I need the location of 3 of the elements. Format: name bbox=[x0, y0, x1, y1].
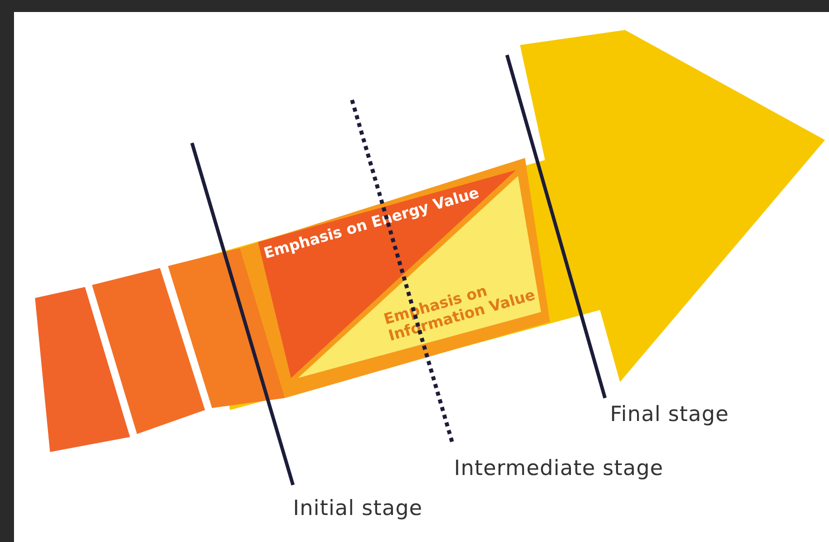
stage-label: Initial stage bbox=[293, 496, 423, 520]
stage-label: Final stage bbox=[610, 402, 729, 426]
stage-label: Intermediate stage bbox=[454, 456, 664, 480]
